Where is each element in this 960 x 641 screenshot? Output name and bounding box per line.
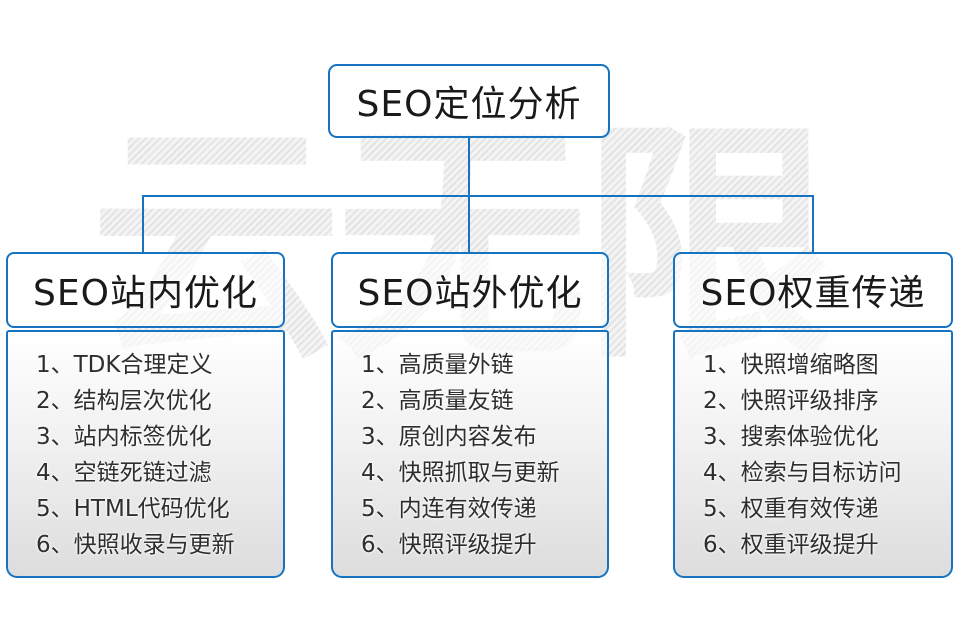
list-item: 4、快照抓取与更新	[361, 460, 560, 486]
branch-title-weight: SEO权重传递	[700, 273, 926, 314]
branch-onsite-optimization: SEO站内优化 1、TDK合理定义 2、结构层次优化 3、站内标签优化 4、空链…	[6, 252, 285, 578]
branch-title-offsite: SEO站外优化	[357, 273, 583, 314]
list-item: 4、检索与目标访问	[703, 460, 902, 486]
branch-title-onsite: SEO站内优化	[33, 273, 258, 314]
list-item: 1、快照增缩略图	[703, 352, 879, 378]
branch-list-onsite: 1、TDK合理定义 2、结构层次优化 3、站内标签优化 4、空链死链过滤 5、H…	[6, 330, 285, 578]
root-node-seo-analysis: SEO定位分析	[328, 64, 610, 138]
connector-horizontal-bar	[142, 195, 814, 197]
list-item: 1、TDK合理定义	[36, 352, 213, 378]
connector-drop-left	[142, 195, 144, 253]
branch-header-weight: SEO权重传递	[673, 252, 953, 328]
list-item: 5、内连有效传递	[361, 496, 537, 522]
connector-root-stem	[468, 138, 470, 196]
list-item: 3、搜索体验优化	[703, 424, 879, 450]
list-item: 3、原创内容发布	[361, 424, 537, 450]
list-item: 5、HTML代码优化	[36, 496, 230, 522]
list-item: 2、高质量友链	[361, 388, 514, 414]
list-item: 5、权重有效传递	[703, 496, 879, 522]
list-item: 6、快照评级提升	[361, 532, 537, 558]
list-item: 2、结构层次优化	[36, 388, 212, 414]
list-item: 3、站内标签优化	[36, 424, 212, 450]
list-item: 6、权重评级提升	[703, 532, 879, 558]
branch-list-weight: 1、快照增缩略图 2、快照评级排序 3、搜索体验优化 4、检索与目标访问 5、权…	[673, 330, 953, 578]
branch-header-offsite: SEO站外优化	[331, 252, 609, 328]
list-item: 6、快照收录与更新	[36, 532, 235, 558]
branch-header-onsite: SEO站内优化	[6, 252, 285, 328]
list-item: 1、高质量外链	[361, 352, 514, 378]
list-item: 2、快照评级排序	[703, 388, 879, 414]
root-node-title: SEO定位分析	[356, 84, 582, 125]
list-item: 4、空链死链过滤	[36, 460, 212, 486]
branch-offsite-optimization: SEO站外优化 1、高质量外链 2、高质量友链 3、原创内容发布 4、快照抓取与…	[331, 252, 609, 578]
connector-drop-middle	[468, 195, 470, 253]
branch-list-offsite: 1、高质量外链 2、高质量友链 3、原创内容发布 4、快照抓取与更新 5、内连有…	[331, 330, 609, 578]
connector-drop-right	[812, 195, 814, 253]
branch-weight-transfer: SEO权重传递 1、快照增缩略图 2、快照评级排序 3、搜索体验优化 4、检索与…	[673, 252, 953, 578]
